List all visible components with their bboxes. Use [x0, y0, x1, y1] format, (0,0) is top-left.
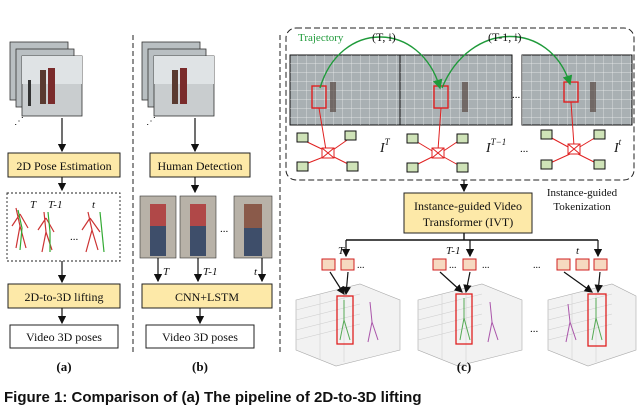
frame-dots-a: ... [70, 231, 79, 243]
pose-estimation-box [7, 152, 121, 178]
cnn-lstm-label: CNN+LSTM [175, 290, 239, 304]
lifting-box [7, 283, 121, 309]
lifting-label: 2D-to-3D lifting [25, 290, 104, 304]
token-graph-T [296, 107, 359, 172]
frame-label-a-T-1: T-1 [48, 199, 62, 211]
frame-label-b-t: t [254, 266, 258, 278]
video-frames-stack-a: ⋰ [9, 41, 83, 127]
frame-symbol-T: IT [379, 137, 391, 156]
ivt-label-2: Transformer (IVT) [423, 215, 514, 229]
frame-T-1 [399, 54, 513, 126]
frame-t [521, 54, 633, 126]
token-dots-2: ... [449, 260, 457, 271]
frame-dots-top: ... [512, 89, 521, 101]
output-label-T: T [338, 245, 345, 257]
ivt-label-1: Instance-guided Video [414, 199, 522, 213]
tokenization-label-1: Instance-guided [547, 187, 618, 199]
2d-poses-box: T T-1 ... t [6, 192, 121, 262]
output-box-a [9, 324, 119, 349]
cnn-lstm-box [141, 283, 273, 309]
token-graph-t [540, 101, 606, 170]
frame-symbol-T-1: IT−1 [485, 137, 506, 156]
token-dots-4: ... [533, 260, 541, 271]
human-detection-box [149, 152, 251, 178]
token-graph-T-1 [406, 107, 469, 173]
tokenization-region [285, 27, 635, 181]
pose-dots: ... [530, 323, 539, 335]
pose-plot-T-1 [417, 271, 523, 367]
video-frames-stack-b: ⋰ [141, 41, 215, 127]
pose-estimation-label: 2D Pose Estimation [16, 159, 111, 173]
svg-text:⋰: ⋰ [146, 116, 156, 127]
figure-caption: Figure 1: Comparison of (a) The pipeline… [4, 389, 422, 406]
output-label-a: Video 3D poses [26, 330, 102, 344]
svg-text:⋰: ⋰ [14, 116, 24, 127]
frame-label-a-t: t [92, 199, 96, 211]
caption-c: (c) [457, 359, 471, 374]
token-dots-1: ... [357, 260, 365, 271]
frame-label-b-T: T [163, 266, 170, 278]
panel-c: ... Trajectory (T, i) (T-1, i) [285, 27, 637, 374]
human-detection-label: Human Detection [158, 159, 243, 173]
frame-symbol-t: It [613, 137, 622, 156]
caption-a: (a) [56, 359, 71, 374]
frame-T [289, 54, 401, 126]
panel-a: ⋰ 2D Pose Estimation T T-1 ... t 2D-to-3… [6, 41, 121, 374]
output-box-b [145, 324, 255, 349]
frame-label-a-T: T [30, 199, 37, 211]
output-label-b: Video 3D poses [162, 330, 238, 344]
caption-b: (b) [192, 359, 208, 374]
trajectory-label: Trajectory [298, 32, 344, 44]
tokenization-label-2: Tokenization [553, 201, 611, 213]
output-tokens [321, 258, 608, 271]
trajectory-arrow-1 [319, 36, 443, 90]
panel-b: ⋰ Human Detection ... T T-1 t CNN+LSTM V… [139, 41, 273, 374]
output-label-t: t [576, 245, 580, 257]
person-crops: ... [139, 195, 273, 259]
point-label-T: (T, i) [372, 30, 396, 44]
pose-plot-T [295, 271, 401, 367]
ivt-box [403, 192, 533, 234]
crop-dots: ... [220, 223, 229, 235]
output-label-T-1: T-1 [446, 245, 460, 257]
token-dots-3: ... [482, 260, 490, 271]
trajectory-arrow-2 [441, 35, 573, 89]
point-label-T-1: (T-1, i) [488, 30, 522, 44]
frame-label-b-T-1: T-1 [203, 266, 217, 278]
frame-dots-bottom: ... [520, 143, 529, 155]
pose-plot-t [547, 271, 637, 367]
